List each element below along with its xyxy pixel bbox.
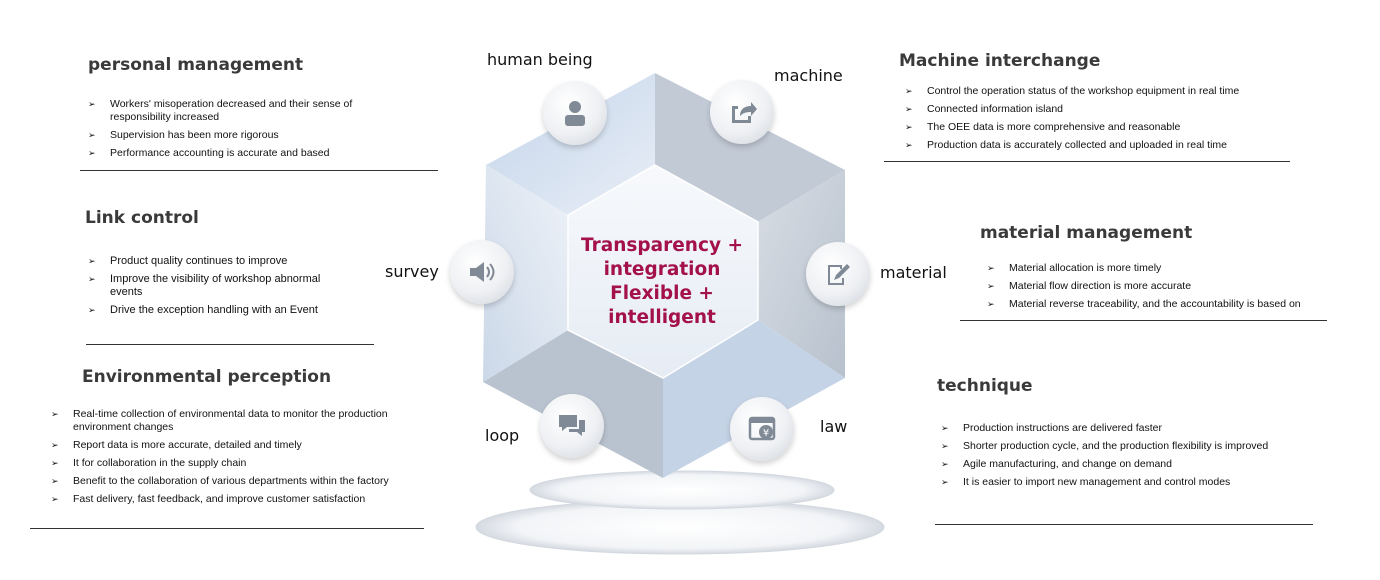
- list-item: ➢Benefit to the collaboration of various…: [51, 475, 389, 487]
- node-label-material: material: [880, 263, 947, 282]
- panel-title: technique: [937, 376, 1033, 396]
- list-personal-management: ➢Workers' misoperation decreased and the…: [84, 98, 384, 165]
- panel-title: Environmental perception: [82, 367, 332, 387]
- node-label-machine: machine: [774, 66, 843, 85]
- panel-machine-interchange: Machine interchange: [899, 51, 1219, 71]
- node-law: ¥: [730, 397, 794, 461]
- list-item: ➢It for collaboration in the supply chai…: [51, 457, 247, 469]
- panel-title: Machine interchange: [899, 51, 1101, 71]
- panel-personal-management: personal management: [88, 55, 388, 75]
- list-item: ➢Control the operation status of the wor…: [905, 85, 1240, 97]
- svg-text:¥: ¥: [763, 428, 769, 439]
- pedestal-upper: [529, 470, 835, 510]
- list-item: ➢Improve the visibility of workshop abno…: [88, 273, 321, 298]
- list-item: ➢Production instructions are delivered f…: [941, 422, 1163, 434]
- divider: [935, 524, 1313, 525]
- center-line-3: Flexible +: [610, 283, 714, 304]
- node-human: [543, 81, 607, 145]
- panel-title: personal management: [88, 55, 304, 75]
- chat-icon: [559, 415, 585, 436]
- panel-title: material management: [980, 223, 1193, 243]
- list-item: ➢Material flow direction is more accurat…: [987, 280, 1192, 292]
- list-item: ➢Workers' misoperation decreased and the…: [88, 98, 353, 123]
- node-loop: [540, 394, 604, 458]
- list-machine-interchange: ➢Control the operation status of the wor…: [901, 85, 1291, 157]
- center-line-1: Transparency +: [581, 235, 743, 256]
- node-label-human: human being: [487, 50, 593, 69]
- panel-technique: technique: [937, 376, 1237, 396]
- list-item: ➢Material allocation is more timely: [987, 262, 1162, 274]
- list-item: ➢Fast delivery, fast feedback, and impro…: [51, 493, 366, 505]
- panel-environmental-perception: Environmental perception: [82, 367, 402, 387]
- divider: [30, 528, 424, 529]
- panel-material-management: material management: [980, 223, 1300, 243]
- list-item: ➢Connected information island: [905, 103, 1063, 115]
- list-item: ➢Real-time collection of environmental d…: [51, 408, 388, 433]
- edit-icon: [828, 264, 850, 285]
- node-material: [806, 242, 870, 306]
- center-line-2: integration: [603, 259, 721, 280]
- list-environmental-perception: ➢Real-time collection of environmental d…: [47, 408, 427, 511]
- hex-inner: [567, 164, 759, 379]
- panel-title: Link control: [85, 208, 199, 228]
- divider: [960, 320, 1327, 321]
- person-icon: [565, 101, 585, 126]
- hex-face-right: [758, 170, 845, 378]
- list-item: ➢Performance accounting is accurate and …: [88, 147, 330, 159]
- list-item: ➢Material reverse traceability, and the …: [987, 298, 1301, 310]
- center-line-4: intelligent: [608, 307, 716, 328]
- list-item: ➢Report data is more accurate, detailed …: [51, 439, 302, 451]
- divider: [884, 161, 1290, 162]
- node-machine: [710, 80, 774, 144]
- node-survey: [450, 240, 514, 304]
- divider: [80, 170, 438, 171]
- share-icon: [732, 102, 757, 123]
- divider: [86, 344, 374, 345]
- list-item: ➢Supervision has been more rigorous: [88, 129, 279, 141]
- panel-link-control: Link control: [85, 208, 385, 228]
- list-item: ➢Product quality continues to improve: [88, 255, 288, 267]
- hex-face-left: [483, 165, 568, 382]
- node-label-law: law: [820, 417, 848, 436]
- speaker-icon: [470, 262, 495, 282]
- list-material-management: ➢Material allocation is more timely ➢Mat…: [983, 262, 1343, 316]
- list-technique: ➢Production instructions are delivered f…: [937, 422, 1317, 494]
- list-item: ➢Production data is accurately collected…: [905, 139, 1228, 151]
- list-item: ➢The OEE data is more comprehensive and …: [905, 121, 1181, 133]
- hex-face-top-right: [655, 73, 845, 222]
- list-item: ➢It is easier to import new management a…: [941, 476, 1231, 488]
- node-label-loop: loop: [485, 426, 520, 445]
- list-item: ➢Shorter production cycle, and the produ…: [941, 440, 1269, 452]
- center-statement: Transparency + integration Flexible + in…: [572, 234, 752, 330]
- list-item: ➢Agile manufacturing, and change on dema…: [941, 458, 1172, 470]
- list-link-control: ➢Product quality continues to improve ➢I…: [84, 255, 334, 322]
- list-item: ➢Drive the exception handling with an Ev…: [88, 304, 318, 316]
- yen-window-icon: ¥: [748, 416, 776, 441]
- node-label-survey: survey: [385, 262, 439, 281]
